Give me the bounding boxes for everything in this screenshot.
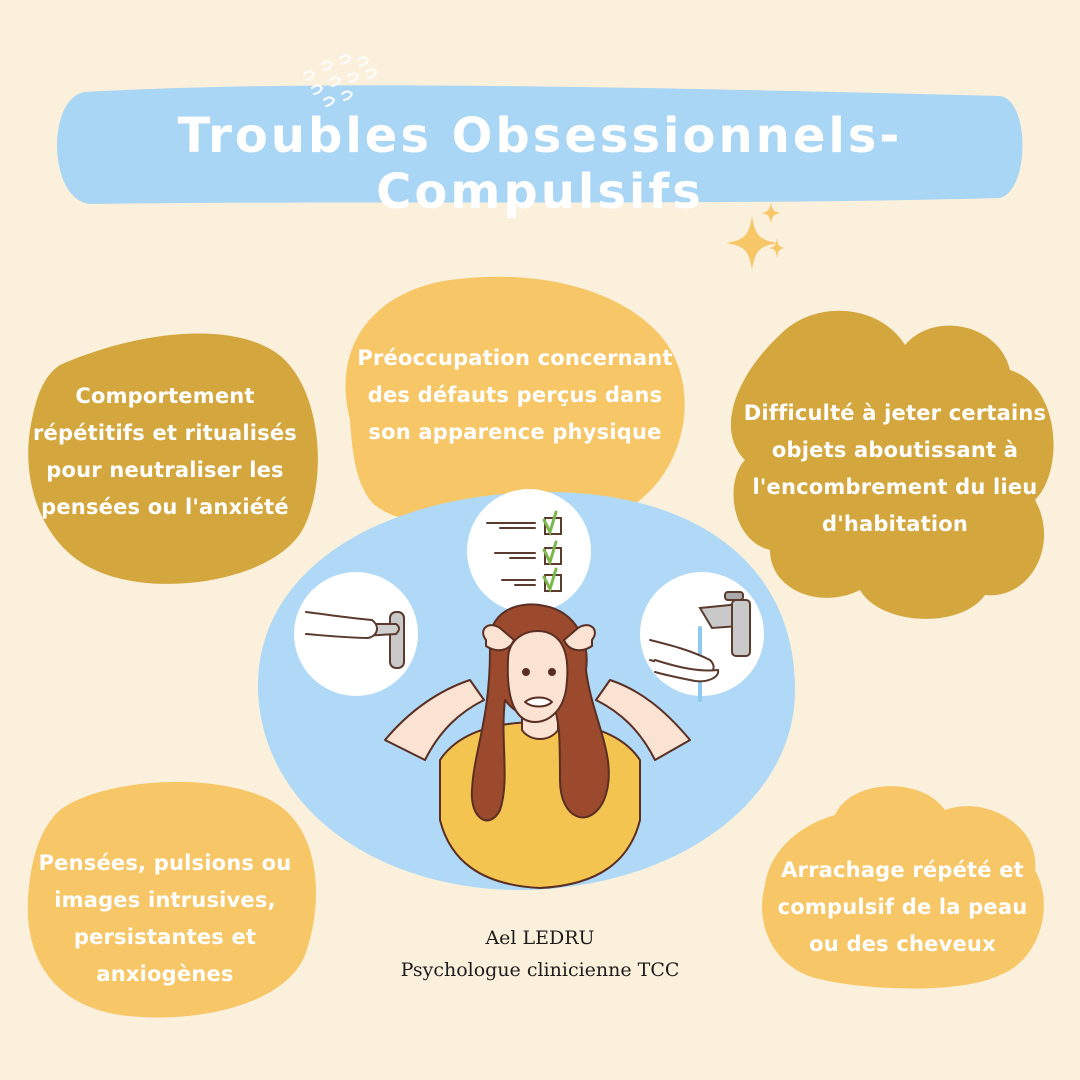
card-line: l'encombrement du lieu	[752, 475, 1038, 499]
squiggle-doodle-icon	[303, 54, 378, 107]
title-banner	[57, 85, 1023, 204]
door-handle-icon	[305, 611, 405, 669]
card-bottom-left: Pensées, pulsions ou images intrusives, …	[30, 845, 300, 993]
checkmark-icons	[542, 510, 558, 594]
hand-washing-icon	[649, 591, 751, 702]
card-line: Arrachage répété et	[781, 858, 1024, 882]
author-credit: Ael LEDRU Psychologue clinicienne TCC	[380, 922, 700, 986]
author-role: Psychologue clinicienne TCC	[400, 959, 680, 981]
blob-bottom-left	[27, 781, 316, 1018]
card-line: son apparence physique	[368, 420, 662, 444]
card-line: Comportement	[75, 384, 255, 408]
card-line: Préoccupation concernant	[357, 346, 673, 370]
card-bottom-right: Arrachage répété et compulsif de la peau…	[760, 852, 1045, 963]
card-top-right: Difficulté à jeter certains objets about…	[730, 395, 1060, 543]
card-line: ou des cheveux	[809, 932, 996, 956]
blob-top-center	[345, 276, 685, 530]
card-line: persistantes et	[73, 925, 257, 949]
sparkle-icon	[726, 202, 785, 270]
checklist-circle	[467, 489, 591, 613]
blob-top-right	[730, 310, 1054, 619]
blob-top-left	[28, 333, 318, 584]
card-top-center: Préoccupation concernant des défauts per…	[355, 340, 675, 451]
blob-bottom-right	[762, 786, 1044, 989]
card-line: Pensées, pulsions ou	[38, 851, 292, 875]
card-line: des défauts perçus dans	[367, 383, 663, 407]
card-line: pensées ou l'anxiété	[41, 495, 289, 519]
card-line: objets aboutissant à	[771, 438, 1019, 462]
card-line: d'habitation	[821, 512, 969, 536]
card-line: anxiogènes	[96, 962, 234, 986]
card-line: compulsif de la peau	[777, 895, 1028, 919]
author-name: Ael LEDRU	[485, 927, 595, 949]
anxious-woman-illustration	[384, 603, 691, 889]
card-line: Difficulté à jeter certains	[743, 401, 1047, 425]
card-line: pour neutraliser les	[46, 458, 284, 482]
card-line: répétitifs et ritualisés	[32, 421, 298, 445]
card-line: images intrusives,	[54, 888, 276, 912]
card-top-left: Comportement répétitifs et ritualisés po…	[30, 378, 300, 526]
page-title: Troubles Obsessionnels-Compulsifs	[177, 108, 903, 220]
